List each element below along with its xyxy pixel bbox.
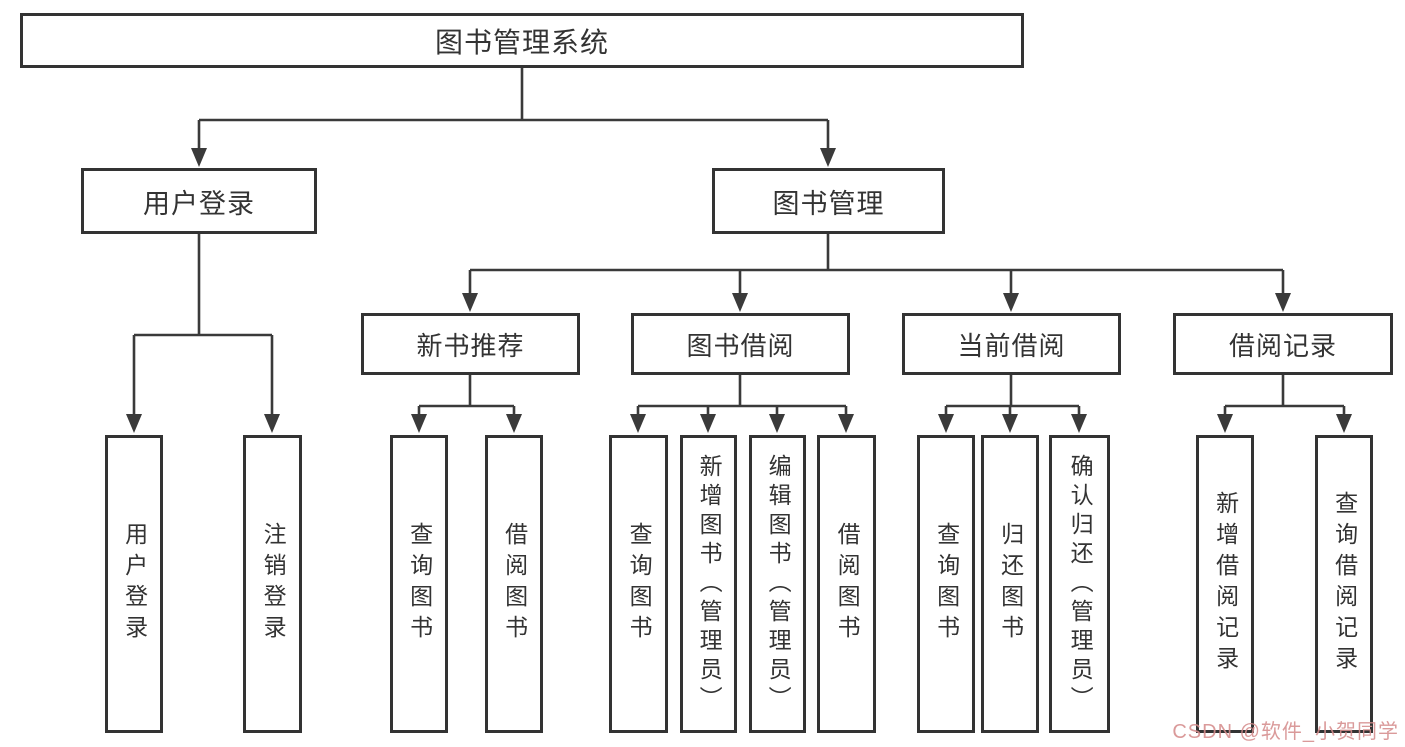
leaf-borrow-books-label: 借阅图书 — [834, 522, 861, 646]
arrowheads — [126, 148, 1352, 433]
node-root-system: 图书管理系统 — [20, 13, 1024, 68]
node-user-login: 用户登录 — [81, 168, 317, 234]
leaf-borrow-books-recommend: 借阅图书 — [485, 435, 543, 733]
leaf-return-books-label: 归还图书 — [997, 522, 1024, 646]
leaf-query-books-current: 查询图书 — [917, 435, 975, 733]
leaf-add-books-admin-label: 新增图书（管理员） — [696, 453, 723, 715]
leaf-query-borrow-record: 查询借阅记录 — [1315, 435, 1373, 733]
leaf-user-login: 用户登录 — [105, 435, 163, 733]
node-new-book-recommend: 新书推荐 — [361, 313, 580, 375]
leaf-confirm-return-admin-label: 确认归还（管理员） — [1067, 453, 1094, 715]
leaf-query-books-borrow: 查询图书 — [609, 435, 668, 733]
node-current-borrow: 当前借阅 — [902, 313, 1121, 375]
leaf-query-borrow-record-label: 查询借阅记录 — [1331, 491, 1358, 677]
node-book-borrow-label: 图书借阅 — [686, 330, 795, 361]
leaf-add-borrow-record: 新增借阅记录 — [1196, 435, 1254, 733]
node-borrow-records-label: 借阅记录 — [1228, 330, 1337, 361]
leaf-query-books-recommend-label: 查询图书 — [406, 522, 433, 646]
node-current-borrow-label: 当前借阅 — [957, 330, 1066, 361]
leaf-borrow-books: 借阅图书 — [817, 435, 876, 733]
node-book-borrow: 图书借阅 — [631, 313, 850, 375]
leaf-query-books-borrow-label: 查询图书 — [626, 522, 653, 646]
leaf-borrow-books-recommend-label: 借阅图书 — [501, 522, 528, 646]
node-book-management-label: 图书管理 — [772, 188, 885, 219]
leaf-user-login-label: 用户登录 — [121, 522, 148, 646]
leaf-edit-books-admin: 编辑图书（管理员） — [749, 435, 806, 733]
leaf-confirm-return-admin: 确认归还（管理员） — [1049, 435, 1110, 733]
node-user-login-label: 用户登录 — [143, 188, 255, 219]
csdn-watermark: CSDN @软件_小贺同学 — [1172, 721, 1399, 743]
leaf-edit-books-admin-label: 编辑图书（管理员） — [765, 453, 792, 715]
leaf-logout: 注销登录 — [243, 435, 302, 733]
node-borrow-records: 借阅记录 — [1173, 313, 1393, 375]
leaf-return-books: 归还图书 — [981, 435, 1039, 733]
leaf-add-books-admin: 新增图书（管理员） — [680, 435, 737, 733]
node-book-management: 图书管理 — [712, 168, 945, 234]
leaf-add-borrow-record-label: 新增借阅记录 — [1212, 491, 1239, 677]
leaf-query-books-current-label: 查询图书 — [933, 522, 960, 646]
leaf-logout-label: 注销登录 — [260, 522, 287, 646]
leaf-query-books-recommend: 查询图书 — [390, 435, 448, 733]
node-new-book-recommend-label: 新书推荐 — [416, 330, 525, 361]
node-root-label: 图书管理系统 — [434, 26, 609, 58]
